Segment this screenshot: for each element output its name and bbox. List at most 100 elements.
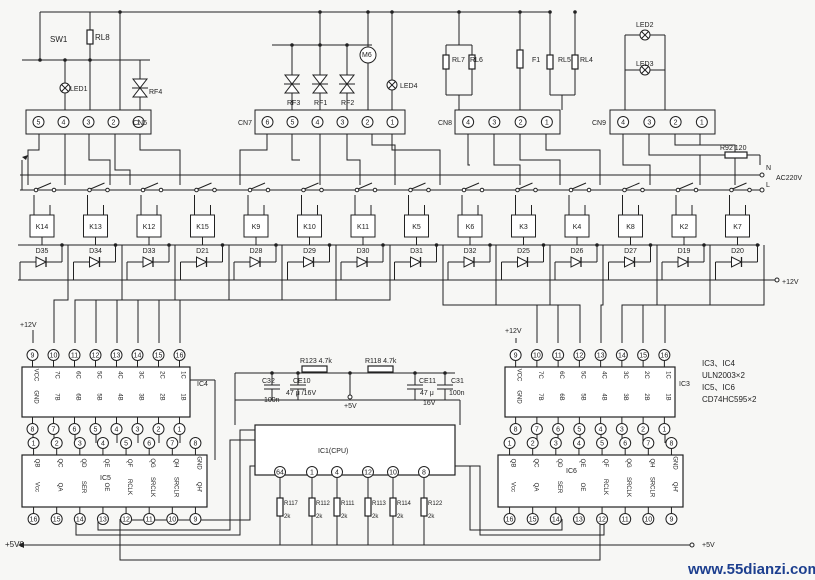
cn9-name: CN9 <box>592 120 606 127</box>
ic6-hc595-pin-number: 12 <box>598 517 606 524</box>
ic6-hc595-pin-label: RCLK <box>602 479 608 495</box>
junction-dot <box>457 10 461 14</box>
relay-label-K3: K3 <box>519 224 528 231</box>
ic5-hc595-pin-label: Vcc <box>34 482 40 492</box>
ic4-uln2003-pin <box>68 423 81 435</box>
ic3-uln2003-pin-label: 5C <box>579 371 585 379</box>
pullup-R112-name: R112 <box>316 501 331 507</box>
cn9-pin-number: 4 <box>621 120 625 127</box>
ic5-hc595-pin <box>143 437 156 449</box>
cn9-pin <box>695 116 708 128</box>
ic3-uln2003-pin-number: 12 <box>575 353 583 360</box>
ic5-hc595-pin-label: SRCLK <box>149 477 155 497</box>
switch-blade <box>357 182 373 190</box>
ic4-uln2003-pin-label: 1B <box>180 393 186 400</box>
junction-dot <box>63 58 67 62</box>
switch-contact <box>586 187 592 193</box>
rf1-triac-lower <box>311 83 329 94</box>
switch-contact <box>675 187 681 193</box>
watermark: www.55dianzi.com <box>687 561 815 578</box>
switch-blade <box>411 182 426 190</box>
ic6-hc595-pin-label: GND <box>671 456 677 470</box>
diode-label-D31: D31 <box>410 248 423 255</box>
ic5-hc595-pin-label: SER <box>80 481 86 494</box>
plus12-right-label: +12V <box>782 279 799 286</box>
rf2-triac-lower <box>338 83 356 94</box>
ic6-hc595-pin-label: OE <box>579 483 585 492</box>
ic3-uln2003-pin-label: 6B <box>558 393 564 400</box>
switch-blade <box>90 182 105 190</box>
junction-dot <box>290 43 294 47</box>
r123-resistor <box>301 365 328 373</box>
ic5-hc595-pin-number: 6 <box>147 441 151 448</box>
wire <box>53 245 69 343</box>
junction-dot <box>518 10 522 14</box>
relay-label-K13: K13 <box>89 224 102 231</box>
ic4-uln2003-pin-label: 7B <box>54 393 60 400</box>
junction-dot <box>541 243 546 247</box>
ic3-uln2003-pin-number: 1 <box>662 427 666 434</box>
ic5-hc595-pin-label: RCLK <box>126 479 132 495</box>
cn8-pin <box>462 116 475 128</box>
ic6-hc595-pin-label: QA <box>533 483 539 492</box>
junction-dot <box>381 243 385 247</box>
ic6-hc595-pin-label: QD <box>556 459 562 469</box>
ic4-uln2003-pin <box>89 423 102 435</box>
switch-contact <box>140 187 146 193</box>
ic3-uln2003-pin-label: 1B <box>664 393 670 400</box>
ic3-uln2003-pin-number: 13 <box>597 353 605 360</box>
ic5-hc595-pin <box>166 513 179 525</box>
switch-contact <box>87 187 92 193</box>
ic6-hc595-pin-number: 3 <box>554 441 558 448</box>
c31-label: C31 <box>451 378 464 385</box>
cn9-pin-number: 2 <box>674 120 678 127</box>
wire <box>664 245 765 343</box>
led1-lamp-cross <box>61 84 69 92</box>
ic6-hc595-pin-label: SER <box>556 481 562 494</box>
ic6-hc595-pin-number: 4 <box>577 441 581 448</box>
plus5-terminal <box>689 542 695 548</box>
ic6-hc595-pin-number: 2 <box>531 441 535 448</box>
ic5-hc595-pin-label: QA <box>57 483 63 492</box>
cn8-pin <box>514 116 527 128</box>
ic6-hc595-pin-number: 14 <box>552 517 560 524</box>
junction-dot <box>327 243 332 247</box>
diode-label-D32: D32 <box>464 248 477 255</box>
junction-dot <box>113 243 118 247</box>
diode-label-D35: D35 <box>36 248 49 255</box>
ic5-hc595-pin-number: 3 <box>78 441 82 448</box>
ce10-label: CE10 <box>293 378 311 385</box>
relay-coil-K14 <box>29 214 55 238</box>
plus5-mid-terminal <box>347 394 353 400</box>
ic4-uln2003-pin <box>89 349 102 361</box>
ic5-hc595-pin <box>189 437 202 449</box>
diode-D29 <box>303 256 315 268</box>
ic6-hc595-pin-label: QH' <box>671 482 677 492</box>
ic5-hc595-pin-number: 1 <box>32 441 36 448</box>
switch-contact <box>408 187 413 193</box>
relay-coil-K8 <box>618 214 643 238</box>
junction-dot <box>274 243 278 247</box>
ic6-hc595-pin-label: Vcc <box>510 482 516 492</box>
switch-blade <box>464 182 480 190</box>
ic3-uln2003-pin <box>552 423 565 435</box>
junction-dot <box>167 243 171 247</box>
ic3-uln2003-pin-number: 9 <box>514 353 518 360</box>
ic6-hc595-pin <box>642 513 655 525</box>
ic4-uln2003-pin-label: 2C <box>159 371 165 379</box>
rl6-label: RL6 <box>470 57 483 64</box>
ic5-hc595-pin-label: SRCLR <box>172 477 178 498</box>
ic5-hc595-pin-number: 8 <box>193 441 197 448</box>
cn7-pin <box>361 116 374 128</box>
ic3-uln2003-pin <box>637 423 650 435</box>
switch-contact <box>105 187 110 193</box>
ic3-uln2003-pin-label: VCC <box>516 369 522 382</box>
ic3-uln2003-pin <box>509 349 522 361</box>
ic3-uln2003-pin-label: 4B <box>601 393 607 400</box>
junction-dot <box>348 371 352 375</box>
ic4-uln2003-pin-number: 1 <box>178 427 182 434</box>
ic5-hc595-pin-number: 11 <box>146 517 153 524</box>
rl7-resistor <box>442 54 450 70</box>
